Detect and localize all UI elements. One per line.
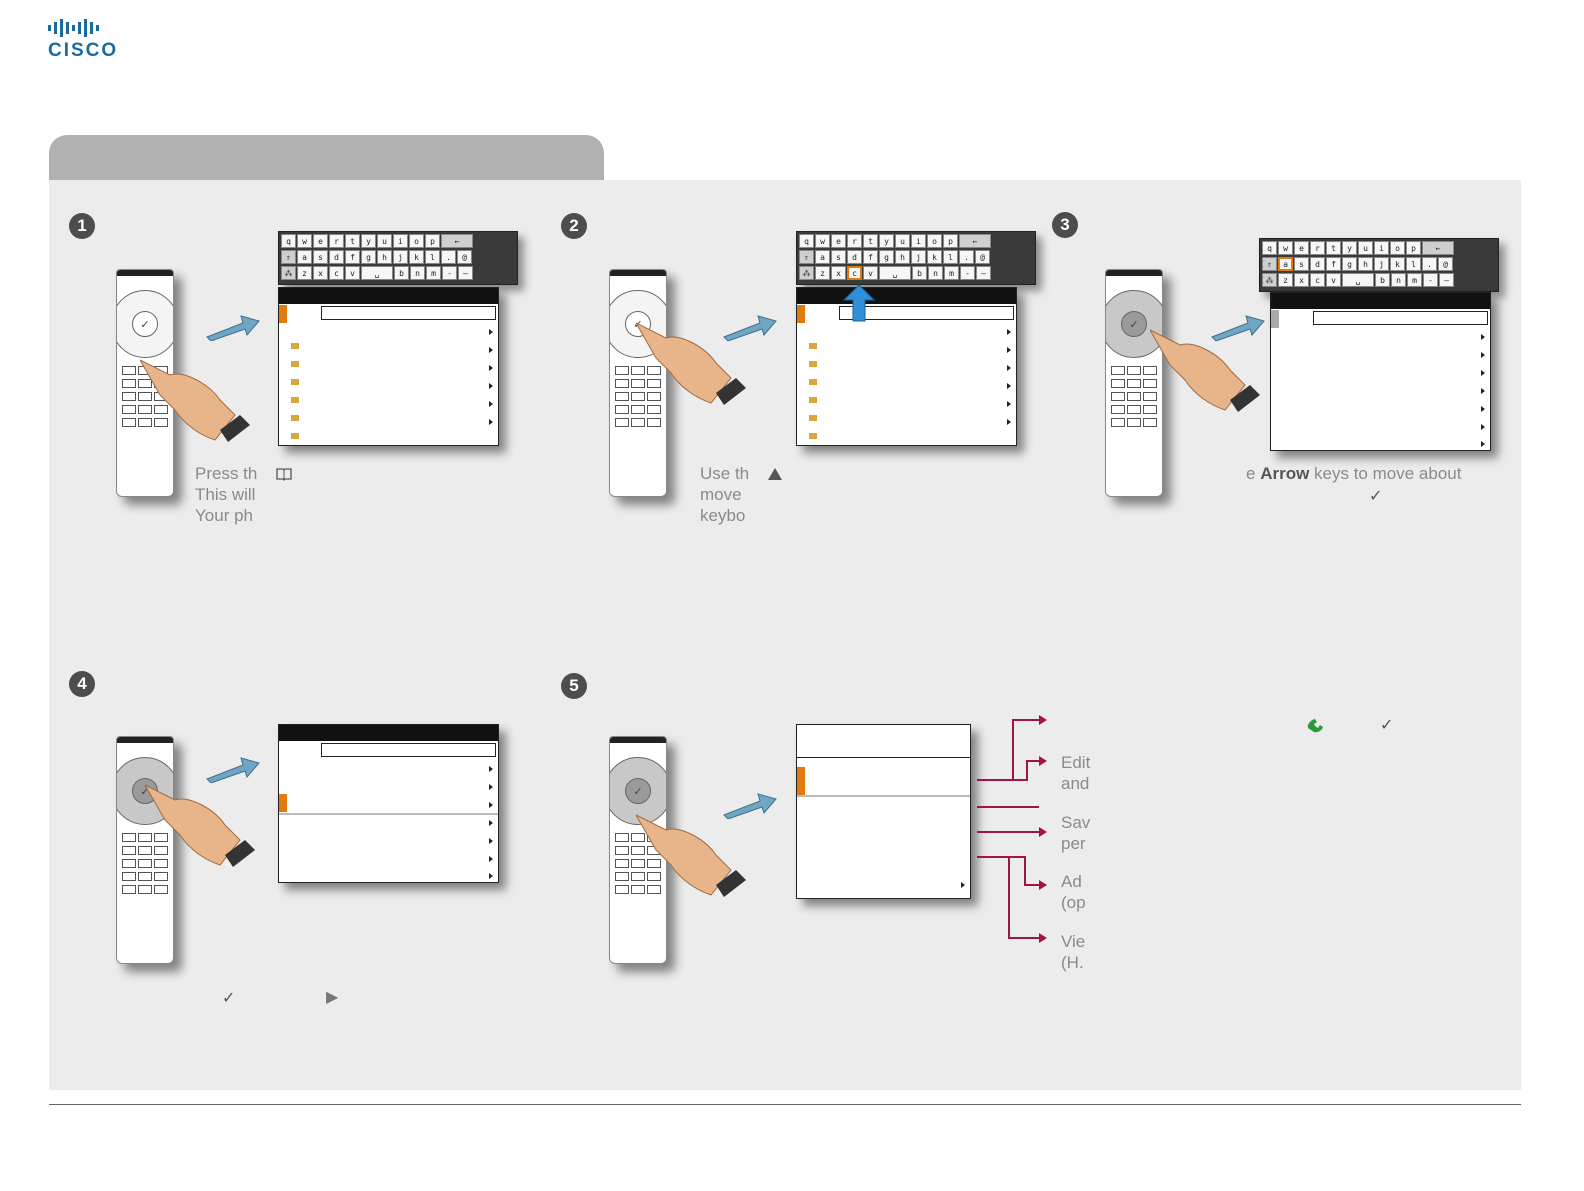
- step-4-phonebook-screen: [278, 724, 499, 883]
- ok-check-icon: ✓: [222, 990, 236, 1007]
- ok-check-icon: ✓: [132, 311, 158, 337]
- step-2-arrow-icon: [723, 315, 777, 341]
- step-1-hand-icon: [140, 359, 250, 442]
- cisco-logo: CISCO: [48, 18, 126, 62]
- step-3-phonebook-screen: [1270, 292, 1491, 451]
- right-triangle-icon: ▶: [326, 989, 339, 1006]
- ok-check-icon: ✓: [1121, 311, 1147, 337]
- ok-check-icon: ✓: [625, 778, 651, 804]
- phonebook-book-icon: [276, 468, 292, 481]
- step-1-arrow-icon: [206, 315, 260, 341]
- cisco-wordmark: CISCO: [48, 40, 119, 61]
- footer-divider: [49, 1104, 1521, 1105]
- step-3-caption: e Arrow keys to move about: [1246, 464, 1462, 483]
- menu-connector-lines: [977, 715, 1047, 943]
- step-3-arrow-icon: [1211, 315, 1265, 341]
- step-5-badge: 5: [561, 673, 587, 699]
- step-3-hand-icon: [1150, 329, 1260, 412]
- menu-option-view: Vie(H.: [1061, 932, 1086, 972]
- green-handset-icon: [1307, 719, 1323, 733]
- menu-option-add: Ad(op: [1061, 872, 1086, 912]
- ok-check-icon: ✓: [1369, 488, 1383, 505]
- step-4-badge: 4: [69, 671, 95, 697]
- step-4-hand-icon: [145, 784, 255, 867]
- up-focus-arrow-icon: [843, 284, 875, 322]
- step-1-caption: Press th This will Your ph: [195, 464, 258, 525]
- step-4-arrow-icon: [206, 757, 260, 783]
- step-5-hand-icon: [636, 814, 746, 897]
- step-2-phonebook-screen: [796, 287, 1017, 446]
- step-5-arrow-icon: [723, 793, 777, 819]
- step-2-badge: 2: [561, 213, 587, 239]
- step-3-remote: ✓: [1105, 269, 1163, 497]
- step-1-badge: 1: [69, 213, 95, 239]
- step-2-hand-icon: [636, 322, 746, 405]
- up-triangle-icon: [768, 468, 782, 480]
- step-2-caption: Use th move keybo: [700, 464, 750, 525]
- step-5-contact-menu: [796, 724, 971, 899]
- cisco-bars-icon: [48, 18, 126, 38]
- step-1-phonebook-screen: [278, 287, 499, 446]
- ok-check-icon: ✓: [1380, 717, 1394, 734]
- section-tab: [49, 135, 604, 181]
- step-3-badge: 3: [1052, 212, 1078, 238]
